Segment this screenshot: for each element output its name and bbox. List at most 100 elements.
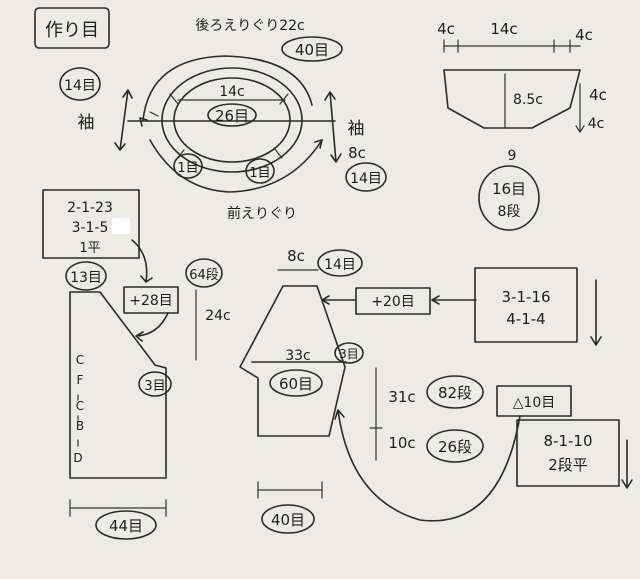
shoulder-mid-width: 14c	[490, 20, 517, 38]
sleeve-width-oval	[269, 369, 323, 397]
neck-tick-marks	[149, 93, 289, 161]
sleeve-length-1: 31c	[388, 388, 415, 406]
shoulder-piece: 4c 14c 4c 8.5c 4c 4c 9 16目 8段	[437, 20, 607, 231]
body-row-count: 64段	[189, 268, 219, 283]
shoulder-height: 8.5c	[513, 92, 543, 108]
sleeve-right-arrow	[324, 91, 342, 163]
body-piece: 2-1-23 3-1-5 1平 13目 +28目 64段 24c 3目 C F …	[42, 189, 231, 540]
body-decrease-arrow	[131, 239, 153, 283]
sleeve-decrease: △10目	[513, 395, 556, 411]
sleeve-increase-rule-2: 4-1-4	[506, 310, 545, 328]
sleeve-length-2: 10c	[388, 434, 415, 452]
sleeve-decrease-down-arrow	[621, 439, 633, 489]
sleeve-right-count-oval	[345, 162, 387, 192]
body-side-count: 3目	[144, 379, 165, 394]
sleeve-rows-2-oval	[426, 429, 484, 463]
sleeve-left-count: 14目	[64, 78, 96, 94]
body-height: 24c	[205, 308, 231, 324]
sleeve-top-count: 14目	[324, 257, 356, 273]
sleeve-decrease-box	[496, 385, 572, 417]
sleeve-rows-1-oval	[426, 375, 484, 409]
center-count-oval	[207, 103, 257, 127]
sleeve-rows-1: 82段	[438, 384, 472, 402]
body-side-label-5: D	[73, 451, 82, 465]
sleeve-increase-rule-box	[474, 267, 578, 343]
center-width: 14c	[219, 84, 245, 100]
body-increase-arrow	[135, 312, 169, 342]
body-decrease-1: 2-1-23	[67, 200, 113, 216]
sleeve-increase-arrow-left	[321, 295, 357, 305]
sleeve-decrease-rule-box	[516, 419, 620, 487]
sleeve-right: 袖 8c 14目	[324, 91, 387, 192]
shoulder-piece-label: 9	[508, 148, 517, 164]
sleeve-bottom-ticks	[257, 481, 323, 499]
shoulder-side-dim	[575, 83, 585, 133]
shoulder-count: 16目	[492, 180, 526, 198]
sleeve-increase-down-arrow	[590, 279, 602, 346]
shoulder-side-2: 4c	[588, 116, 605, 132]
back-count-oval	[281, 36, 343, 62]
body-rows-oval	[185, 258, 223, 288]
body-side-label-4: B	[76, 419, 84, 433]
shoulder-rows: 8段	[498, 204, 521, 220]
arrow-head-left	[139, 117, 148, 127]
body-bottom-count: 44目	[109, 517, 143, 535]
body-shape	[69, 291, 167, 479]
left-count-oval	[173, 153, 203, 179]
sleeve-right-count: 14目	[350, 171, 382, 187]
front-neckline-label: 前えりぐり	[227, 205, 297, 222]
body-top-count: 13目	[70, 270, 102, 286]
neck-diagram: 後ろえりぐり22c 40目 14c 26目 1目 1目 前えりぐり	[127, 18, 343, 222]
sleeve-side-oval	[334, 342, 364, 364]
body-side-label-2: F	[77, 373, 84, 387]
body-top-count-oval	[65, 261, 107, 291]
body-decrease-2: 3-1-5	[72, 220, 109, 236]
back-neck-count: 40目	[295, 41, 329, 59]
body-decrease-box	[42, 189, 140, 259]
neckline-oval	[161, 67, 303, 173]
body-bottom-oval	[95, 510, 157, 540]
sleeve-increase-rule-1: 3-1-16	[502, 288, 551, 306]
sleeve-piece: 8c 14目 33c 60目 3目 +20目 3-1-16 4-1-4 31c …	[239, 247, 633, 534]
highlight-patch	[112, 218, 130, 234]
sleeve-left-count-oval	[59, 67, 101, 101]
sleeve-width: 33c	[285, 348, 311, 364]
right-count-oval	[245, 158, 275, 184]
sleeve-bottom-oval	[261, 504, 315, 534]
sleeve-right-label: 袖	[348, 119, 365, 139]
sleeve-increase: +20目	[371, 294, 415, 310]
sleeve-left-arrow	[114, 89, 133, 151]
body-side-label-1: C	[76, 353, 84, 367]
sleeve-decrease-rule-1: 8-1-10	[544, 432, 593, 450]
outer-arc-top	[142, 55, 313, 121]
neckline-inner	[173, 77, 291, 163]
body-increase: +28目	[129, 293, 173, 309]
sleeve-side-count: 3目	[339, 347, 359, 361]
sleeve-right-width: 8c	[348, 144, 366, 162]
sleeve-decrease-rule-2: 2段平	[548, 456, 588, 474]
shoulder-right-width: 4c	[575, 26, 593, 44]
body-decrease-3: 1平	[79, 241, 100, 256]
shoulder-dim-ticks	[443, 39, 571, 53]
title: 作り目	[45, 20, 99, 41]
sleeve-bottom-count: 40目	[271, 511, 305, 529]
arrow-head-right	[314, 139, 323, 149]
sleeve-width-count: 60目	[279, 375, 313, 393]
body-bottom-ticks	[69, 499, 167, 517]
sleeve-top-width: 8c	[287, 247, 305, 265]
body-side-count-oval	[138, 371, 172, 397]
outer-arc-bottom	[149, 139, 323, 193]
body-increase-box	[123, 286, 179, 314]
center-count: 26目	[215, 107, 249, 125]
shoulder-side-1: 4c	[589, 86, 607, 104]
shoulder-left-width: 4c	[437, 20, 455, 38]
right-neck-count: 1目	[249, 166, 270, 181]
sleeve-left: 14目 袖	[59, 67, 133, 151]
shoulder-shape	[443, 69, 581, 129]
sleeve-rows-2: 26段	[438, 438, 472, 456]
sleeve-decrease-curve-arrow	[334, 409, 521, 522]
body-side-label-3: C	[76, 399, 84, 413]
shoulder-count-oval	[478, 165, 540, 231]
